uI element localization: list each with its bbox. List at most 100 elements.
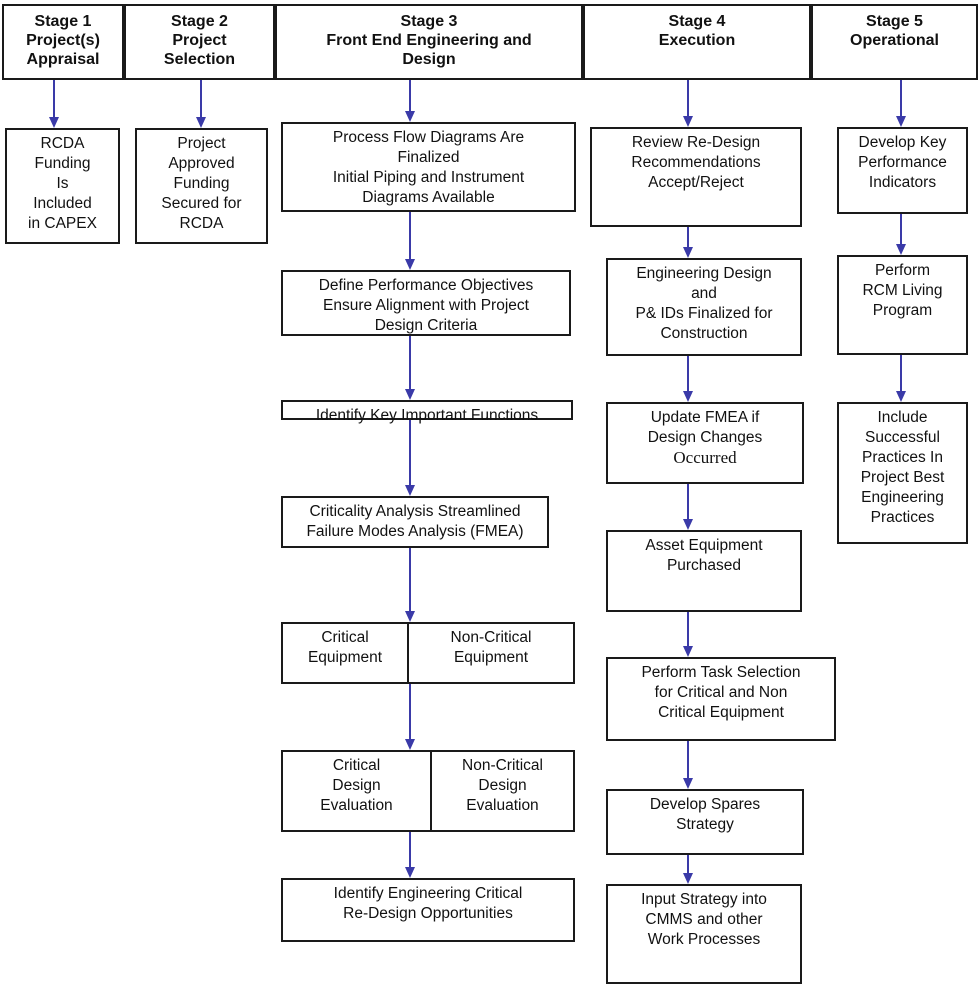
text-line: Perform Task Selection	[641, 664, 801, 681]
text-line: Occurred	[673, 448, 737, 467]
text-line: Performance	[858, 154, 947, 171]
text-line: Secured for	[161, 195, 242, 212]
arrow-head-icon	[405, 739, 415, 750]
text-line: Stage 4	[668, 13, 726, 30]
text-line: Stage 3	[400, 13, 458, 30]
arrow-head-icon	[683, 519, 693, 530]
text-line: Work Processes	[647, 931, 761, 948]
text-line: Successful	[865, 429, 940, 446]
text-line: Funding	[34, 155, 91, 172]
text-line: Asset Equipment	[645, 537, 763, 554]
text-line: Project(s)	[26, 32, 100, 49]
text-line: Evaluation	[320, 797, 393, 814]
arrow-head-icon	[405, 259, 415, 270]
text-line: Critical Equipment	[658, 704, 784, 721]
text-line: Engineering	[861, 489, 944, 506]
arrow-head-icon	[896, 391, 906, 402]
stage4-step-5: Perform Task Selection for Critical and N…	[606, 657, 836, 741]
text-line: Stage 2	[171, 13, 228, 30]
text-line: Non-Critical	[450, 629, 532, 646]
stage-header-1: Stage 1 Project(s) Appraisal	[2, 4, 124, 80]
text-line: Identify Key Important Functions	[315, 407, 539, 424]
text-line: Equipment	[307, 649, 383, 666]
text-line: Stage 5	[866, 13, 923, 30]
arrow-head-icon	[683, 391, 693, 402]
text-line: Critical	[332, 757, 381, 774]
arrow-head-icon	[683, 778, 693, 789]
text-line: Finalized	[397, 149, 460, 166]
text-line: Front End Engineering and	[326, 32, 532, 49]
text-line: RCDA	[40, 135, 85, 152]
text-line: Design Criteria	[374, 317, 478, 334]
text-line: Accept/Reject	[648, 174, 744, 191]
text-line: Critical	[321, 629, 369, 646]
text-line: Approved	[168, 155, 235, 172]
text-line: Develop Key	[858, 134, 947, 151]
arrow-head-icon	[896, 116, 906, 127]
arrow-head-icon	[405, 867, 415, 878]
text-line: Engineering Design	[636, 265, 772, 282]
text-line: Project	[172, 32, 227, 49]
stage3-step-3: Identify Key Important Functions	[281, 400, 573, 424]
arrow-head-icon	[896, 244, 906, 255]
text-line: Perform	[874, 262, 931, 279]
text-line: Criticality Analysis Streamlined	[309, 503, 521, 520]
text-line: Initial Piping and Instrument	[332, 169, 525, 186]
text-line: Process Flow Diagrams Are	[332, 129, 525, 146]
text-line: Included	[33, 195, 92, 212]
text-line: RCM Living	[862, 282, 943, 299]
text-line: Stage 1	[34, 13, 92, 30]
text-line: Include	[877, 409, 928, 426]
text-line: Purchased	[666, 557, 742, 574]
arrow-head-icon	[405, 111, 415, 122]
text-line: Diagrams Available	[362, 189, 495, 206]
arrow-head-icon	[405, 485, 415, 496]
text-line: Input Strategy into	[641, 891, 767, 908]
text-line: and	[691, 285, 717, 302]
text-line: Re-Design Opportunities	[343, 905, 513, 922]
text-line: Strategy	[676, 816, 734, 833]
arrow-head-icon	[49, 117, 59, 128]
arrow-head-icon	[405, 611, 415, 622]
text-line: Design Changes	[647, 429, 763, 446]
text-line: RCDA	[179, 215, 224, 232]
text-line: Ensure Alignment with Project	[323, 297, 529, 314]
arrow-head-icon	[683, 116, 693, 127]
arrow-head-icon	[683, 646, 693, 657]
arrow-head-icon	[683, 873, 693, 884]
text-line: Evaluation	[466, 797, 539, 814]
text-line: Operational	[850, 32, 939, 49]
text-line: Appraisal	[26, 51, 100, 68]
stage-header-5: Stage 5 Operational	[811, 4, 978, 80]
text-line: in CAPEX	[28, 215, 97, 232]
text-line: Practices	[870, 509, 935, 526]
text-line: Design	[478, 777, 527, 794]
text-line: Failure Modes Analysis (FMEA)	[306, 523, 524, 540]
text-line: Construction	[660, 325, 748, 342]
text-line: Program	[872, 302, 933, 319]
text-line: for Critical and Non	[654, 684, 788, 701]
arrow-head-icon	[405, 389, 415, 400]
